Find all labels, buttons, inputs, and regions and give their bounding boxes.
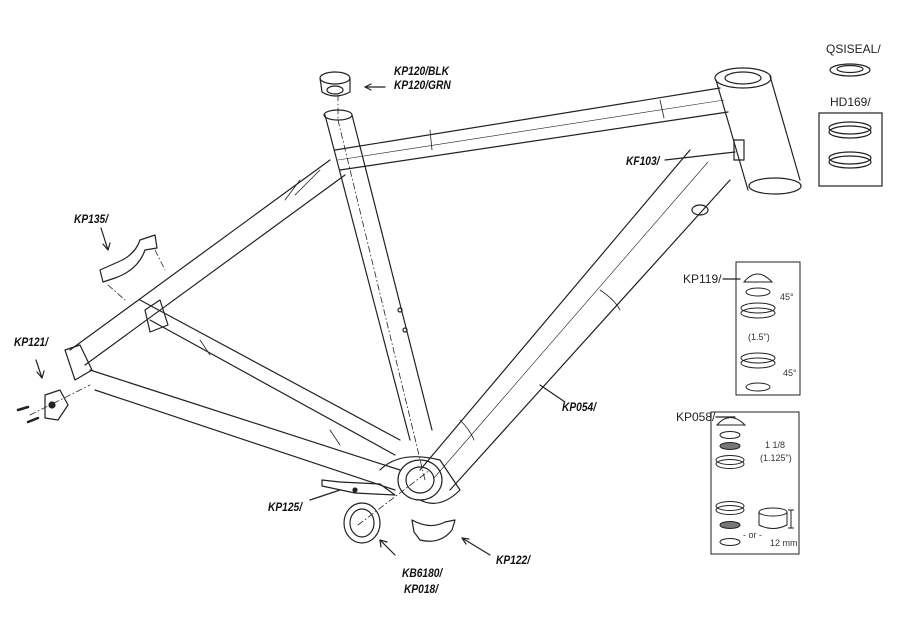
- hd169-rings: [818, 112, 883, 187]
- kp054-label: KP054/: [562, 400, 597, 414]
- kp125-label: KP125/: [268, 500, 303, 514]
- kp119-size: (1.5"): [748, 332, 770, 342]
- bridge-bracket-part: [99, 234, 158, 283]
- kp119-label: KP119/: [683, 272, 722, 286]
- kp058-size-fraction: 1 1/8: [765, 440, 786, 450]
- rear-dropouts: [64, 299, 169, 381]
- chain-stays: [89, 299, 401, 491]
- chainstay-protector-part: [321, 479, 396, 496]
- qsiseal-label: QSISEAL/: [826, 42, 881, 56]
- top-tube: [334, 87, 729, 171]
- down-tube: [419, 149, 731, 491]
- leader-lines: [35, 83, 741, 556]
- bb-cup-part: [343, 502, 381, 544]
- kp058-size-inches: (1.125"): [760, 453, 792, 463]
- head-tube: [714, 67, 802, 195]
- kp018-label: KP018/: [404, 582, 439, 596]
- kf103-label: KF103/: [626, 154, 660, 168]
- kp120-blk-label: KP120/BLK: [394, 64, 449, 78]
- kp058-or-text: - or -: [743, 530, 762, 540]
- kp119-angle-bottom: 45°: [783, 368, 797, 378]
- kb6180-label: KB6180/: [402, 566, 443, 580]
- derailleur-hanger-part: [16, 389, 69, 424]
- seat-stays: [69, 159, 346, 366]
- bottom-bracket: [379, 456, 461, 504]
- kp120-grn-label: KP120/GRN: [394, 78, 451, 92]
- kp058-height: 12 mm: [770, 538, 798, 548]
- kp119-parts: [735, 261, 801, 396]
- qsiseal-ring: [829, 63, 871, 77]
- kp058-parts: [710, 411, 800, 555]
- hd169-label: HD169/: [830, 95, 871, 109]
- kp122-label: KP122/: [496, 553, 531, 567]
- kp135-label: KP135/: [74, 212, 109, 226]
- seat-clamp-part: [319, 71, 351, 97]
- kp121-label: KP121/: [14, 335, 49, 349]
- cable-guide-part: [411, 519, 456, 542]
- kp119-angle-top: 45°: [780, 292, 794, 302]
- kp058-label: KP058/: [676, 410, 716, 424]
